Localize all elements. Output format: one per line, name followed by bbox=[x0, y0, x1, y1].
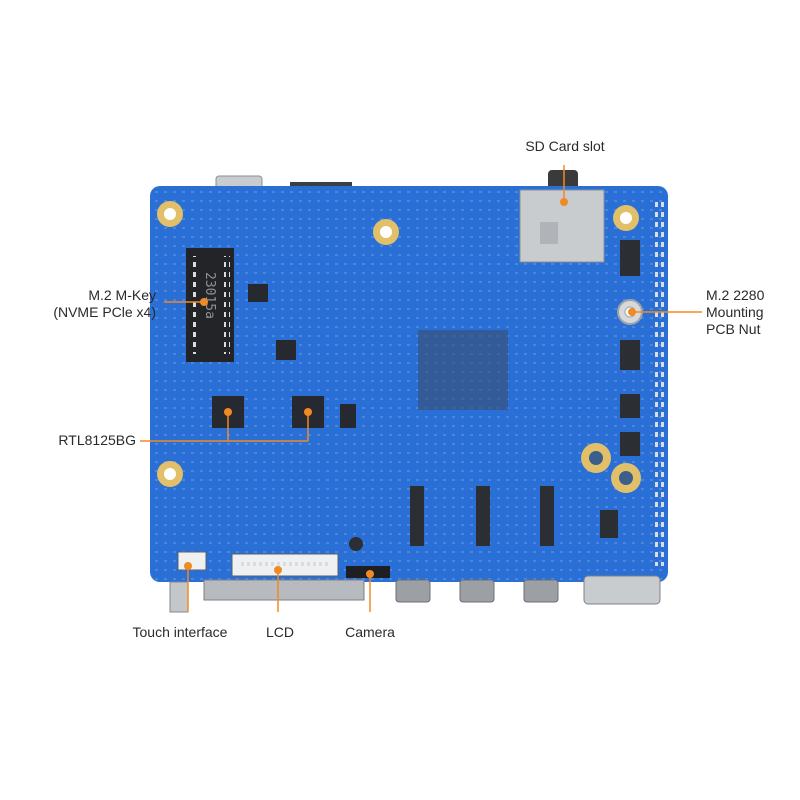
pcb-texture bbox=[150, 186, 668, 582]
label-m2-2280-line1: M.2 2280 bbox=[706, 287, 765, 303]
label-m2-2280-line3: PCB Nut bbox=[706, 321, 761, 337]
label-touch-interface: Touch interface bbox=[118, 624, 242, 641]
label-m2-2280-nut: M.2 2280 Mounting PCB Nut bbox=[706, 287, 796, 338]
lcd-connector-body bbox=[203, 579, 365, 601]
callout-dots bbox=[184, 198, 636, 578]
callout-lines bbox=[140, 165, 702, 612]
gpio-header-edge bbox=[655, 200, 665, 566]
label-rtl8125bg-text: RTL8125BG bbox=[58, 432, 136, 448]
small-ic bbox=[276, 340, 296, 360]
label-sd-card-slot: SD Card slot bbox=[500, 138, 630, 155]
label-m2-2280-line2: Mounting bbox=[706, 304, 764, 320]
label-sd-card-slot-text: SD Card slot bbox=[525, 138, 605, 154]
label-m2-mkey-line2: (NVME PCle x4) bbox=[53, 304, 156, 320]
label-m2-mkey-line1: M.2 M-Key bbox=[88, 287, 156, 303]
bga-area bbox=[418, 330, 508, 410]
m2-slot-marking: 23015a bbox=[202, 272, 217, 319]
label-camera: Camera bbox=[334, 624, 406, 641]
label-touch-interface-text: Touch interface bbox=[132, 624, 228, 640]
touch-connector-body bbox=[169, 581, 189, 613]
usb-port-1 bbox=[395, 579, 431, 603]
label-lcd-text: LCD bbox=[265, 624, 294, 640]
label-rtl8125bg: RTL8125BG bbox=[20, 432, 136, 449]
component-rows bbox=[410, 240, 640, 546]
label-lcd: LCD bbox=[258, 624, 302, 641]
touch-fpc-connector bbox=[177, 551, 207, 571]
usb-port-3 bbox=[523, 579, 559, 603]
usb-a-port bbox=[583, 575, 661, 605]
small-ic-3 bbox=[248, 284, 268, 302]
usb-port-2 bbox=[459, 579, 495, 603]
label-m2-mkey: M.2 M-Key (NVME PCle x4) bbox=[20, 287, 156, 321]
small-ic-2 bbox=[340, 404, 356, 428]
label-camera-text: Camera bbox=[345, 624, 395, 640]
